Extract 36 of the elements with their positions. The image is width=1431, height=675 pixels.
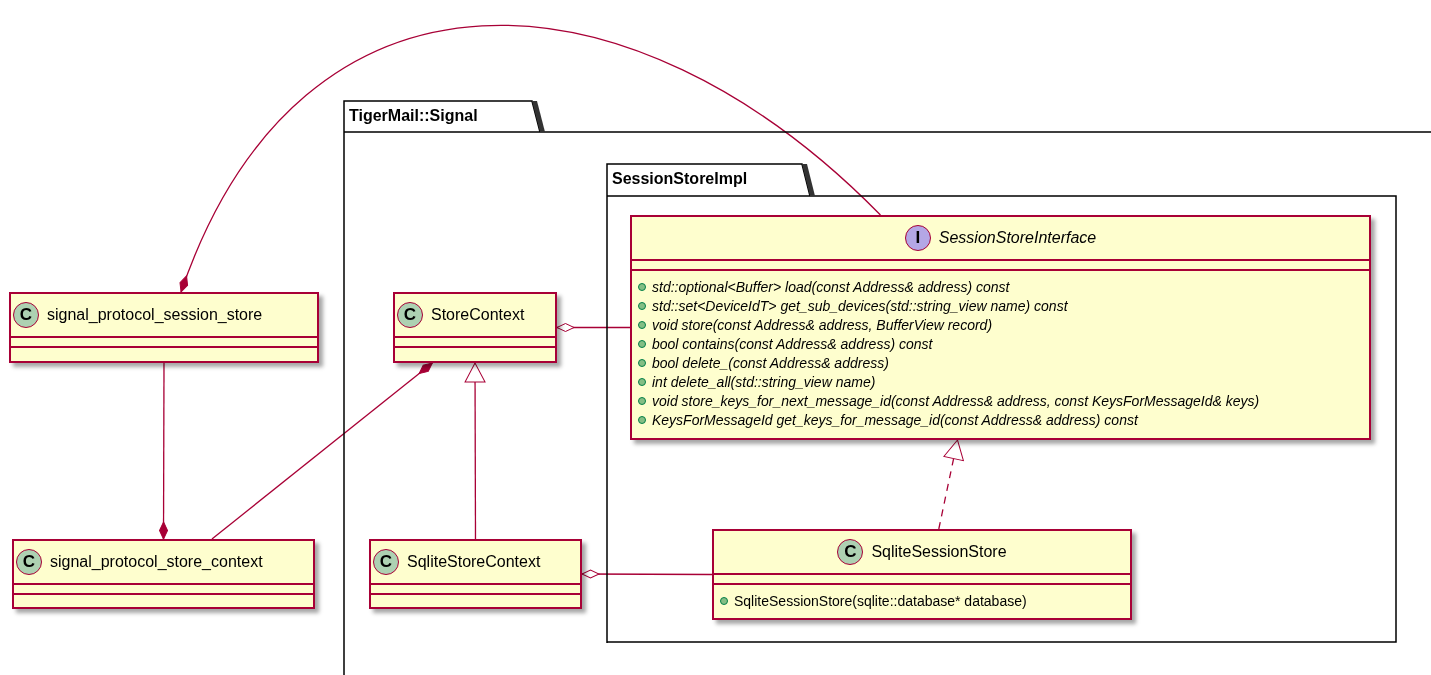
class-icon: C [373,549,399,575]
association-line [180,25,882,293]
package-name: SessionStoreImpl [612,170,748,188]
association-line [556,323,631,332]
method-signature: bool delete_(const Address& address) [652,354,889,371]
method-signature: SqliteSessionStore(sqlite::database* database) [734,592,1027,609]
interface-box [630,215,1371,440]
method-signature: std::set<DeviceIdT> get_sub_devices(std::string_view name) const [652,297,1068,314]
class-box [9,292,319,363]
class-name: SessionStoreInterface [938,229,1097,247]
arrow [464,362,486,540]
method-signature: void store_keys_for_next_message_id(const Address& address, const KeysForMessageId& keys) [652,392,1260,409]
class-name: signal_protocol_session_store [47,306,263,324]
method-signature: bool contains(const Address& address) const [652,335,933,352]
class-icon: C [13,302,39,328]
method-signature: void store(const Address& address, BufferView record) [652,316,993,333]
method-signature: std::optional<Buffer> load(const Address& address) const [652,278,1010,295]
class-box [12,539,315,609]
method-signature: KeysForMessageId get_keys_for_message_id(const Address& address) const [652,411,1138,428]
arrow [938,439,964,530]
association-line [581,569,713,579]
class-name: signal_protocol_store_context [50,553,263,571]
class-name: SqliteStoreContext [407,553,541,571]
class-box [712,529,1132,620]
association-line [211,362,433,540]
class-box [369,539,582,609]
association-line [159,362,168,540]
class-box [393,292,557,363]
class-icon: C [837,539,864,565]
method-signature: int delete_all(std::string_view name) [652,373,876,390]
class-icon: C [16,549,42,575]
interface-icon: I [904,225,931,251]
package-name: TigerMail::Signal [349,107,478,125]
class-name: SqliteSessionStore [871,543,1007,561]
class-icon: C [397,302,423,328]
class-name: StoreContext [431,306,525,324]
